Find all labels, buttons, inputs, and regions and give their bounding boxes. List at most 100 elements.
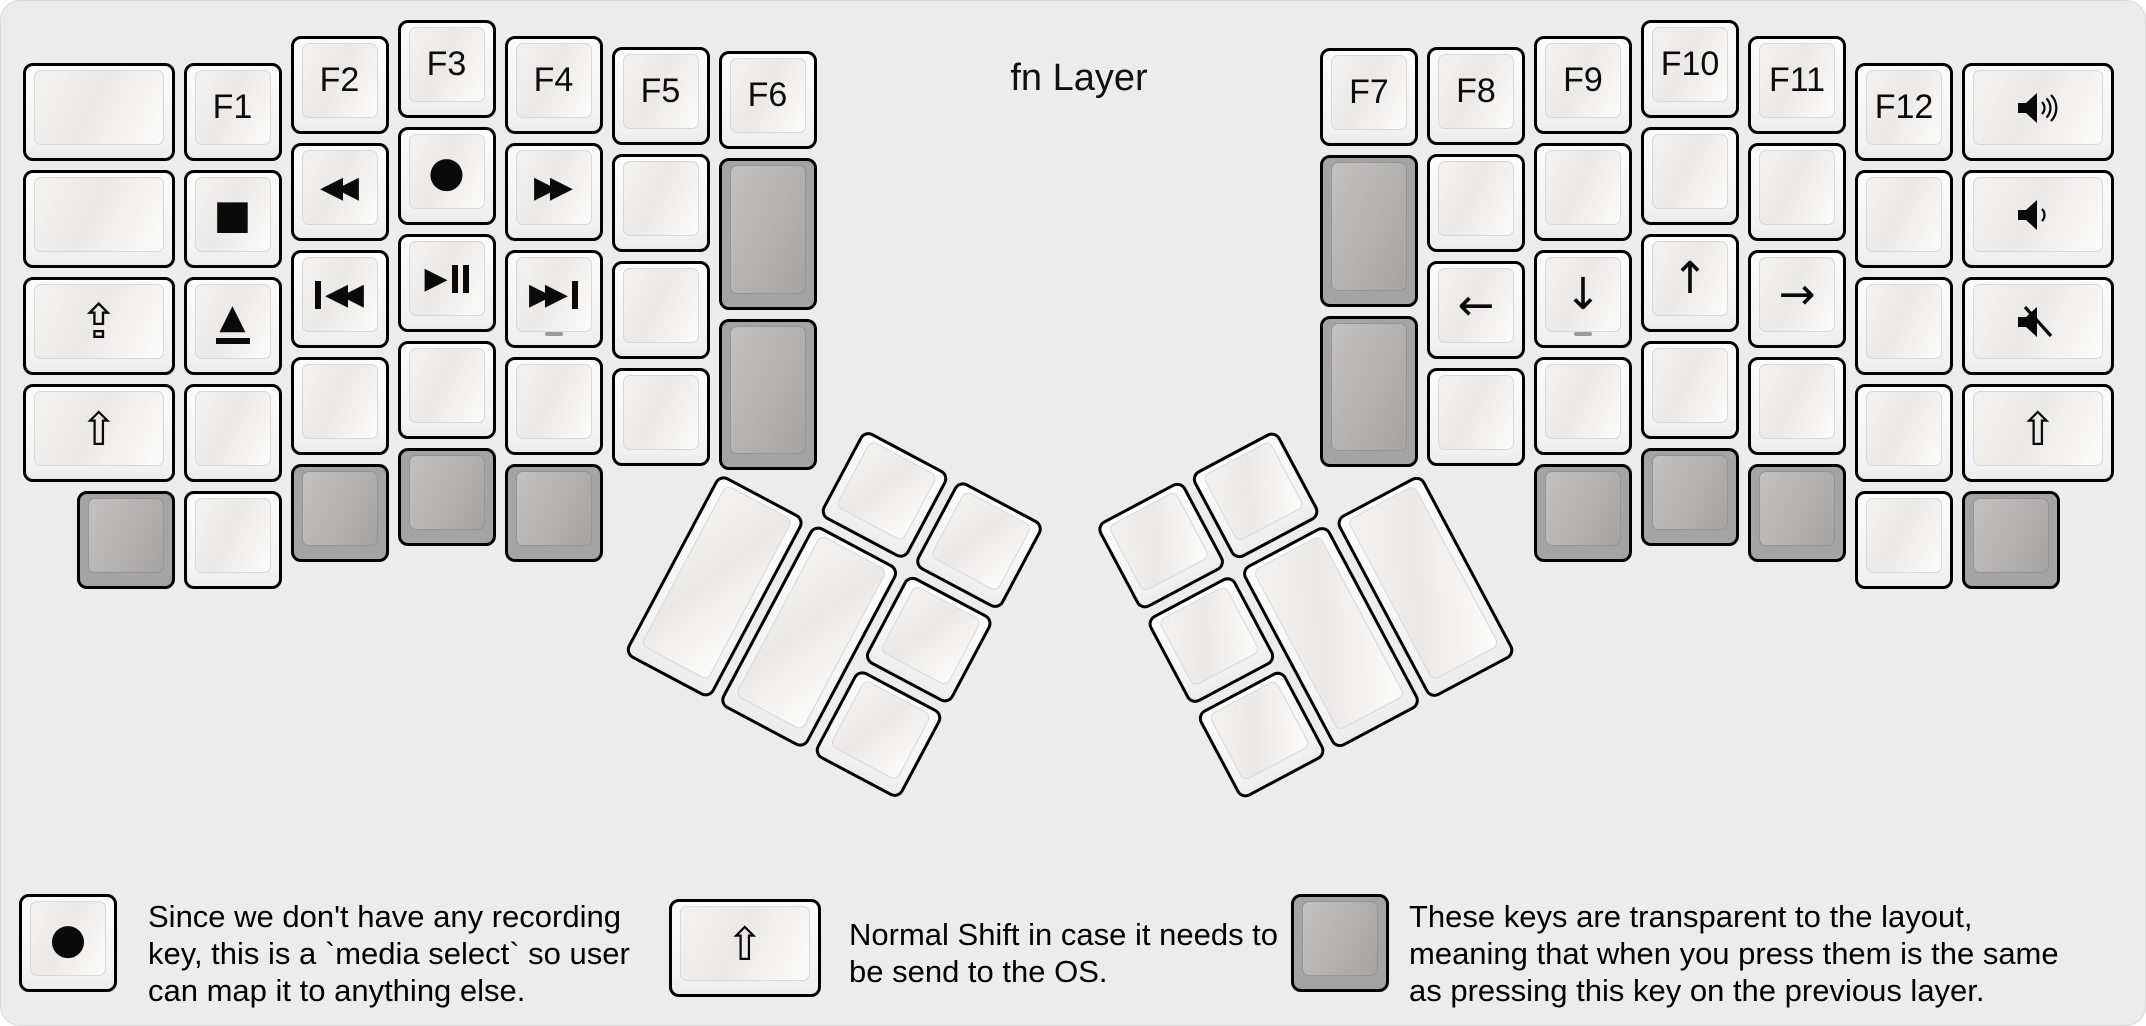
key-blank-f11-1[interactable] bbox=[1748, 143, 1846, 241]
play-pause-icon: ▶ bbox=[424, 263, 469, 294]
key-fast-forward[interactable]: ▶▶ bbox=[504, 143, 603, 241]
key-eject[interactable]: ▲ bbox=[183, 277, 282, 375]
keytop: ↑ bbox=[1652, 241, 1728, 316]
keytop bbox=[929, 490, 1033, 593]
key-f4[interactable]: F4 bbox=[504, 36, 603, 134]
key-blank-outer-left-0[interactable] bbox=[23, 63, 175, 161]
legend-key-shift[interactable]: ⇧ bbox=[669, 899, 821, 997]
keytop bbox=[729, 325, 806, 454]
homing-bar bbox=[544, 332, 563, 336]
key-transparent-f6-2[interactable] bbox=[718, 318, 817, 470]
key-f7[interactable]: F7 bbox=[1320, 48, 1418, 146]
key-shift[interactable]: ⇧ bbox=[23, 384, 175, 482]
key-prev-track[interactable]: ◀◀ bbox=[290, 250, 389, 348]
key-label: F10 bbox=[1660, 45, 1720, 83]
key-transparent-bottom-right-1[interactable] bbox=[1641, 448, 1739, 546]
key-transparent-bottom-right-0[interactable] bbox=[1534, 464, 1632, 562]
key-blank-f5-1[interactable] bbox=[611, 154, 710, 252]
key-play-pause[interactable]: ▶ bbox=[397, 234, 496, 332]
key-caps-lock[interactable]: ⇪ bbox=[23, 277, 175, 375]
key-f5[interactable]: F5 bbox=[611, 47, 710, 145]
key-blank-f12-2[interactable] bbox=[1855, 277, 1953, 375]
key-blank-f8-1[interactable] bbox=[1427, 154, 1525, 252]
key-blank-f1-3[interactable] bbox=[183, 384, 282, 482]
keytop: ⇧ bbox=[680, 906, 810, 981]
key-f9[interactable]: F9 bbox=[1534, 36, 1632, 134]
key-shift[interactable]: ⇧ bbox=[1962, 384, 2114, 482]
key-f1[interactable]: F1 bbox=[183, 63, 282, 161]
key-f3[interactable]: F3 bbox=[397, 20, 496, 118]
key-blank-f2-3[interactable] bbox=[290, 357, 389, 455]
key-blank-f10-1[interactable] bbox=[1641, 127, 1739, 225]
key-blank-f10-3[interactable] bbox=[1641, 341, 1739, 439]
keytop: ▶▶ bbox=[515, 150, 592, 225]
key-blank-f9-3[interactable] bbox=[1534, 357, 1632, 455]
key-transparent-bottom-left-3[interactable] bbox=[397, 448, 496, 546]
key-f10[interactable]: F10 bbox=[1641, 20, 1739, 118]
key-transparent-f7-2[interactable] bbox=[1320, 315, 1418, 467]
arrow-right-icon: → bbox=[1778, 268, 1816, 320]
legend-key-transparent[interactable] bbox=[1291, 894, 1389, 992]
keytop: F6 bbox=[729, 58, 806, 133]
keytop bbox=[729, 165, 806, 294]
key-transparent-f6-1[interactable] bbox=[718, 158, 817, 310]
key-rewind[interactable]: ◀◀ bbox=[290, 143, 389, 241]
key-transparent-bottom-left-0[interactable] bbox=[76, 491, 175, 589]
key-blank-bottom-left-1[interactable] bbox=[183, 491, 282, 589]
key-record[interactable]: ● bbox=[397, 127, 496, 225]
key-f12[interactable]: F12 bbox=[1855, 63, 1953, 161]
keytop bbox=[408, 455, 485, 530]
keytop: F10 bbox=[1652, 27, 1728, 102]
key-blank-f8-3[interactable] bbox=[1427, 368, 1525, 466]
key-arrow-down[interactable]: ↓ bbox=[1534, 250, 1632, 348]
keytop bbox=[835, 439, 938, 542]
key-f6[interactable]: F6 bbox=[718, 51, 817, 149]
key-f8[interactable]: F8 bbox=[1427, 47, 1525, 145]
key-next-track[interactable]: ▶▶ bbox=[504, 250, 603, 348]
keytop: F5 bbox=[622, 54, 699, 129]
key-label: F5 bbox=[640, 72, 681, 110]
key-transparent-f7-1[interactable] bbox=[1320, 155, 1418, 307]
key-arrow-up[interactable]: ↑ bbox=[1641, 234, 1739, 332]
keytop bbox=[408, 348, 485, 423]
key-blank-f12-1[interactable] bbox=[1855, 170, 1953, 268]
key-blank-f9-1[interactable] bbox=[1534, 143, 1632, 241]
keytop bbox=[879, 584, 983, 687]
key-blank-f12-3[interactable] bbox=[1855, 384, 1953, 482]
key-transparent-bottom-right-4[interactable] bbox=[1962, 491, 2060, 589]
key-label: F11 bbox=[1768, 61, 1826, 99]
keytop: ⇧ bbox=[34, 391, 164, 466]
key-mute[interactable] bbox=[1962, 277, 2114, 375]
key-blank-f3-3[interactable] bbox=[397, 341, 496, 439]
key-label: F1 bbox=[212, 88, 253, 126]
key-transparent-bottom-left-4[interactable] bbox=[504, 464, 603, 562]
key-blank-f5-3[interactable] bbox=[611, 368, 710, 466]
key-arrow-left[interactable]: ← bbox=[1427, 261, 1525, 359]
keytop bbox=[1759, 364, 1835, 439]
key-blank-bottom-right-3[interactable] bbox=[1855, 491, 1953, 589]
keytop bbox=[1107, 490, 1211, 593]
key-volume-up[interactable] bbox=[1962, 63, 2114, 161]
keytop: F3 bbox=[408, 27, 485, 102]
keytop: → bbox=[1759, 257, 1835, 332]
legend-key-record[interactable]: ● bbox=[19, 894, 117, 992]
key-blank-f11-3[interactable] bbox=[1748, 357, 1846, 455]
key-arrow-right[interactable]: → bbox=[1748, 250, 1846, 348]
keytop: F1 bbox=[194, 70, 271, 145]
keytop: ● bbox=[30, 901, 106, 976]
page-title: fn Layer bbox=[1010, 57, 1148, 99]
keytop bbox=[87, 498, 164, 573]
key-stop[interactable]: ■ bbox=[183, 170, 282, 268]
key-blank-outer-left-1[interactable] bbox=[23, 170, 175, 268]
stop-icon: ■ bbox=[213, 191, 252, 238]
key-f2[interactable]: F2 bbox=[290, 36, 389, 134]
key-label: F8 bbox=[1456, 72, 1496, 110]
key-volume-down[interactable] bbox=[1962, 170, 2114, 268]
key-f11[interactable]: F11 bbox=[1748, 36, 1846, 134]
keytop: ⇪ bbox=[34, 284, 164, 359]
key-transparent-bottom-left-2[interactable] bbox=[290, 464, 389, 562]
key-blank-f4-3[interactable] bbox=[504, 357, 603, 455]
legend-text-transparent: These keys are transparent to the layout… bbox=[1409, 899, 2059, 1008]
key-blank-f5-2[interactable] bbox=[611, 261, 710, 359]
key-transparent-bottom-right-2[interactable] bbox=[1748, 464, 1846, 562]
